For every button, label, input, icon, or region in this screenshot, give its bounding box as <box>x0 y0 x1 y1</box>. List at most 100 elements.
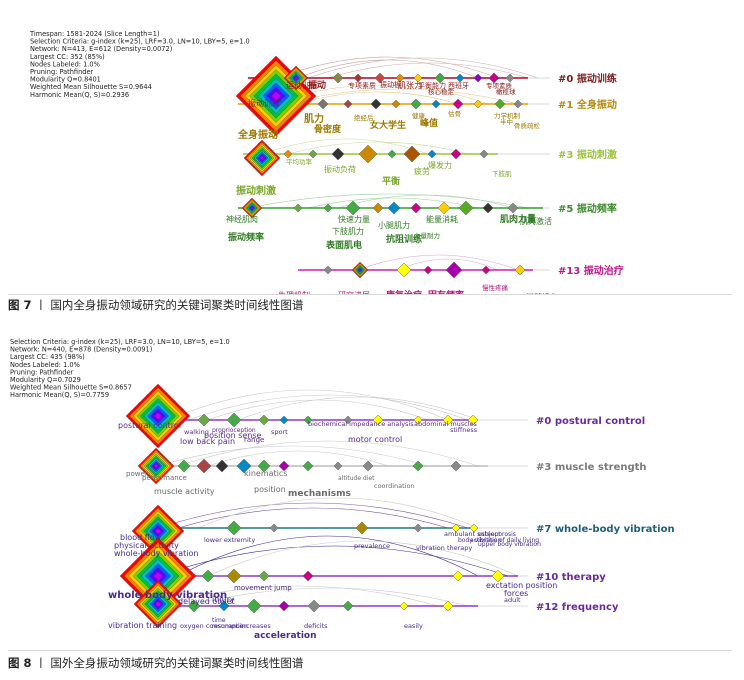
keyword-label: 估骨 <box>448 109 461 118</box>
keyword-label: 运动训练 <box>286 80 318 90</box>
hub-node-diamond <box>119 537 197 615</box>
keyword-label: mechanisms <box>288 489 351 499</box>
keyword-label: 快速力量 <box>338 214 370 224</box>
keyword-label: whole-body vibration <box>114 549 198 558</box>
link-arc <box>307 57 539 79</box>
keyword-node-diamond <box>246 598 262 614</box>
keyword-label: 肌力 <box>304 112 324 125</box>
keyword-node-diamond <box>445 261 463 279</box>
keyword-node-diamond <box>278 600 290 612</box>
keyword-node-diamond <box>331 147 345 161</box>
keyword-label: 全身振动 <box>237 128 278 141</box>
keyword-node-diamond <box>353 73 363 83</box>
link-arc <box>187 587 469 607</box>
meta-line: Nodes Labeled: 1.0% <box>10 361 80 369</box>
keyword-node-diamond <box>302 570 314 582</box>
cluster-label: #3 muscle strength <box>536 462 647 473</box>
keyword-node-diamond <box>197 413 211 427</box>
keyword-label: postural control <box>118 421 181 430</box>
keyword-label: 平均功率 <box>286 157 313 166</box>
keyword-label: oxygen consumption <box>180 622 248 630</box>
keyword-label: power <box>126 470 148 478</box>
cluster-label: #0 振动训练 <box>558 72 617 85</box>
keyword-node-diamond <box>403 145 421 163</box>
figure-8-caption-sep: 丨 <box>35 656 47 670</box>
keyword-node-diamond <box>258 570 270 582</box>
keyword-label: time <box>212 617 226 624</box>
keyword-node-diamond <box>513 99 523 109</box>
keyword-label: 振动训练 <box>248 98 280 108</box>
keyword-node-diamond <box>258 414 270 426</box>
keyword-node-diamond <box>413 73 423 83</box>
keyword-label: lower extremity <box>204 536 255 544</box>
keyword-label: 下肢肌 <box>492 169 512 178</box>
cluster-label: #1 全身振动 <box>558 98 617 111</box>
link-arc <box>157 502 469 529</box>
figure-8-timeline: Selection Criteria: g-index (k=25), LRF=… <box>10 338 675 641</box>
keyword-node-diamond <box>362 460 374 472</box>
link-arc <box>207 399 429 421</box>
keyword-node-diamond <box>355 521 369 535</box>
keyword-label: proprioception <box>212 427 256 434</box>
keyword-label: abdominal muscles <box>414 420 478 428</box>
keyword-label: altitude diet <box>338 475 375 482</box>
keyword-label: delayed onset <box>178 597 235 606</box>
hub-node-diamond <box>131 504 185 558</box>
keyword-node-diamond <box>479 149 489 159</box>
keyword-node-diamond <box>215 459 229 473</box>
keyword-node-diamond <box>458 200 474 216</box>
meta-line: Harmonic Mean(Q, S)=0.7759 <box>10 391 109 399</box>
keyword-node-diamond <box>431 99 441 109</box>
keyword-node-diamond <box>491 569 505 583</box>
hub-node-diamond <box>125 383 191 449</box>
keyword-label: 振动负荷 <box>324 164 356 174</box>
keyword-node-diamond <box>317 98 329 110</box>
keyword-node-diamond <box>473 99 483 109</box>
keyword-label: muscle activity <box>154 487 215 496</box>
keyword-node-diamond <box>293 203 303 213</box>
keyword-label: 核心稳定 <box>428 87 455 96</box>
keyword-node-diamond <box>257 459 271 473</box>
keyword-node-diamond <box>323 265 333 275</box>
keyword-label: 橄榄球 <box>496 87 516 96</box>
keyword-node-diamond <box>452 98 464 110</box>
keyword-node-diamond <box>342 600 354 612</box>
keyword-label: 下肢肌力 <box>332 226 364 236</box>
keyword-node-diamond <box>345 200 361 216</box>
cluster-label: #13 振动治疗 <box>558 264 624 277</box>
keyword-label: stiffness <box>450 426 478 434</box>
cluster-label: #12 frequency <box>536 602 619 613</box>
keyword-label: ambulant subject <box>444 530 501 538</box>
hub-node-diamond <box>283 65 309 91</box>
keyword-node-diamond <box>450 460 462 472</box>
hub-node-diamond <box>133 579 183 629</box>
keyword-label: osteoporosis <box>478 531 516 538</box>
keyword-node-diamond <box>283 149 293 159</box>
link-arc <box>282 88 519 105</box>
keyword-label: 抗阻训练 <box>386 233 422 245</box>
keyword-label: easily <box>404 622 423 630</box>
keyword-label: performance <box>142 474 187 482</box>
keyword-label: 振动刺激 <box>236 184 276 197</box>
meta-line: Network: N=413, E=612 (Density=0.0072) <box>30 45 172 53</box>
keyword-node-diamond <box>427 149 437 159</box>
keyword-label: body vibration <box>458 537 502 544</box>
link-arc <box>157 445 429 467</box>
keyword-label: adult <box>504 596 521 604</box>
keyword-label: walking <box>184 428 209 436</box>
keyword-node-diamond <box>370 98 382 110</box>
keyword-label: blood flow <box>120 533 162 542</box>
keyword-label: resonance <box>212 623 243 630</box>
link-arc <box>177 440 479 467</box>
keyword-label: 女大学生 <box>370 119 406 131</box>
keyword-label: motor control <box>348 435 402 444</box>
keyword-label: 肌张力 <box>398 80 422 90</box>
keyword-node-diamond <box>507 202 519 214</box>
keyword-label: exctation position <box>486 581 557 590</box>
keyword-node-diamond <box>218 600 230 612</box>
meta-line: Selection Criteria: g-index (k=25), LRF=… <box>10 338 230 346</box>
keyword-label: vibration training <box>108 621 177 630</box>
keyword-label: physical activity <box>114 541 179 550</box>
keyword-node-diamond <box>413 415 423 425</box>
keyword-label: 平衡能力 <box>418 81 446 90</box>
